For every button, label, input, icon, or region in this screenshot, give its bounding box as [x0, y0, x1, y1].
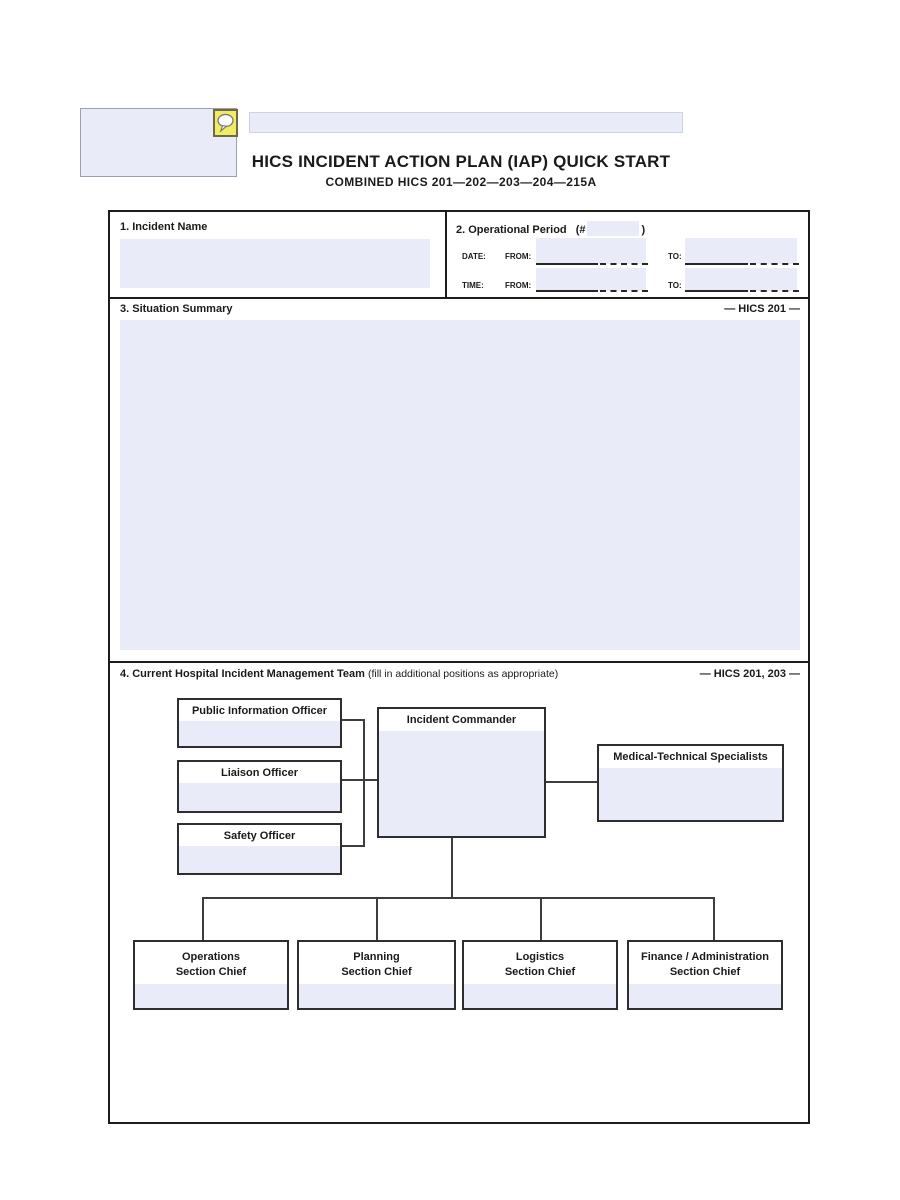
- finance-chief-title: Finance / Administration Section Chief: [641, 951, 769, 978]
- speech-bubble-glyph: [217, 113, 234, 133]
- situation-summary-ref: — HICS 201 —: [724, 303, 800, 315]
- form-frame: 1. Incident Name 2. Operational Period (…: [108, 210, 810, 1124]
- connector-pio-stub: [342, 719, 363, 721]
- management-team-note: (fill in additional positions as appropr…: [367, 668, 559, 680]
- incident-commander-input[interactable]: [379, 731, 544, 836]
- connector-officers-to-commander: [363, 779, 377, 781]
- org-box-logistics-section-chief: Logistics Section Chief: [462, 940, 618, 1010]
- time-label: TIME:: [462, 281, 484, 290]
- org-box-safety-officer: Safety Officer: [177, 823, 342, 875]
- medtech-input[interactable]: [599, 768, 782, 820]
- management-team-ref: — HICS 201, 203 —: [699, 668, 800, 680]
- liaison-title: Liaison Officer: [220, 767, 299, 779]
- connector-safety-stub: [342, 845, 363, 847]
- connector-commander-drop: [451, 838, 453, 898]
- time-to-label: TO:: [668, 281, 682, 290]
- liaison-input[interactable]: [179, 783, 340, 811]
- time-from-label: FROM:: [505, 281, 532, 290]
- pio-title: Public Information Officer: [191, 705, 328, 717]
- operations-chief-input[interactable]: [135, 984, 287, 1008]
- connector-drop-logistics: [540, 897, 542, 940]
- connector-drop-planning: [376, 897, 378, 940]
- org-box-public-information-officer: Public Information Officer: [177, 698, 342, 748]
- planning-chief-input[interactable]: [299, 984, 454, 1008]
- incident-name-input[interactable]: [120, 239, 430, 288]
- connector-drop-finance: [713, 897, 715, 940]
- date-to-label: TO:: [668, 252, 682, 261]
- org-box-medical-technical-specialists: Medical-Technical Specialists: [597, 744, 784, 822]
- time-from-input[interactable]: [536, 268, 648, 292]
- planning-chief-title: Planning Section Chief: [341, 951, 412, 978]
- safety-input[interactable]: [179, 846, 340, 873]
- section4-top-border: [110, 661, 808, 663]
- incident-name-label: 1. Incident Name: [120, 221, 208, 233]
- operational-period-label: 2. Operational Period (#): [456, 221, 645, 236]
- management-team-label: 4. Current Hospital Incident Management …: [120, 668, 559, 680]
- pio-input[interactable]: [179, 721, 340, 746]
- header-input-field[interactable]: [249, 112, 683, 133]
- org-box-liaison-officer: Liaison Officer: [177, 760, 342, 813]
- situation-summary-label: 3. Situation Summary: [120, 303, 233, 315]
- connector-officers-vertical: [363, 719, 365, 847]
- incident-commander-title: Incident Commander: [406, 714, 517, 726]
- connector-chiefs-bar: [202, 897, 715, 899]
- medtech-title: Medical-Technical Specialists: [613, 751, 768, 763]
- date-to-input[interactable]: [685, 238, 799, 265]
- operational-period-number-input[interactable]: [587, 221, 640, 236]
- org-box-incident-commander: Incident Commander: [377, 707, 546, 838]
- org-box-finance-administration-section-chief: Finance / Administration Section Chief: [627, 940, 783, 1010]
- date-label: DATE:: [462, 252, 486, 261]
- date-from-label: FROM:: [505, 252, 532, 261]
- row1-bottom-border: [110, 297, 808, 299]
- safety-title: Safety Officer: [223, 830, 296, 842]
- page-title: HICS INCIDENT ACTION PLAN (IAP) QUICK ST…: [251, 152, 671, 171]
- time-to-input[interactable]: [685, 268, 799, 292]
- logistics-chief-title: Logistics Section Chief: [504, 951, 576, 978]
- row1-divider: [445, 212, 447, 297]
- org-box-planning-section-chief: Planning Section Chief: [297, 940, 456, 1010]
- date-from-input[interactable]: [536, 238, 648, 265]
- connector-commander-to-medtech: [546, 781, 597, 783]
- comment-bubble-icon[interactable]: [213, 109, 238, 137]
- connector-liaison-stub: [342, 779, 363, 781]
- document-header: HICS INCIDENT ACTION PLAN (IAP) QUICK ST…: [110, 152, 812, 189]
- org-box-operations-section-chief: Operations Section Chief: [133, 940, 289, 1010]
- operations-chief-title: Operations Section Chief: [175, 951, 247, 978]
- situation-summary-input[interactable]: [120, 320, 800, 650]
- connector-drop-operations: [202, 897, 204, 940]
- page-subtitle: COMBINED HICS 201—202—203—204—215A: [325, 175, 597, 189]
- finance-chief-input[interactable]: [629, 984, 781, 1008]
- annotation-note-field[interactable]: [80, 108, 237, 177]
- logistics-chief-input[interactable]: [464, 984, 616, 1008]
